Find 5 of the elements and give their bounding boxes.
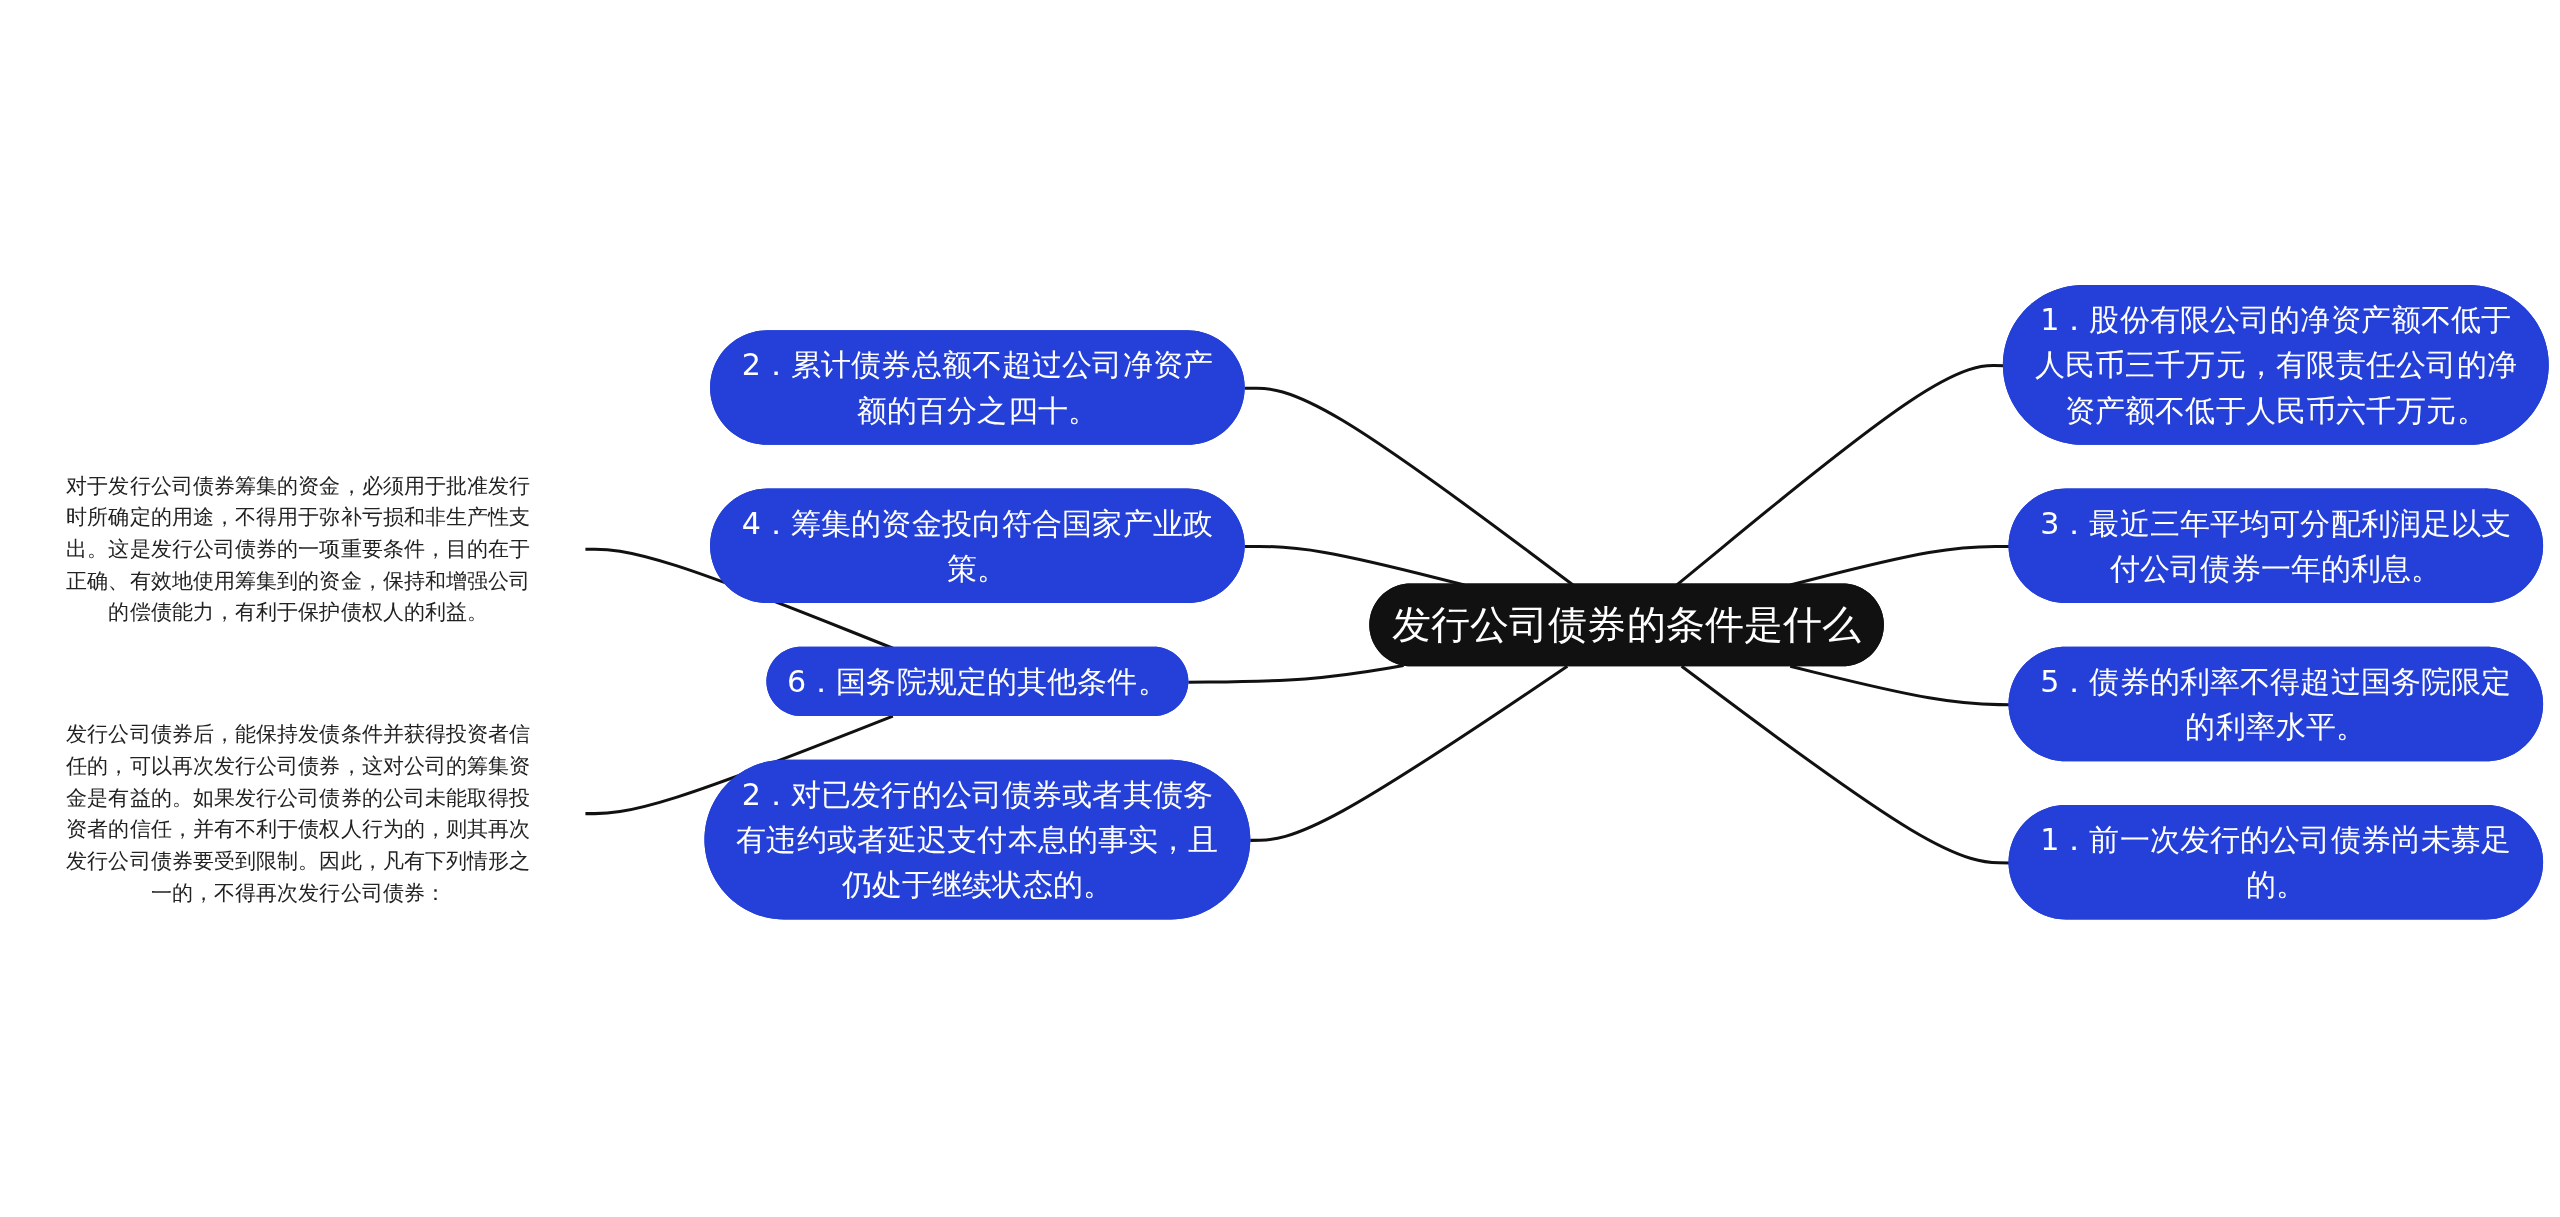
- connector: [1188, 664, 1404, 684]
- connector: [584, 714, 894, 816]
- node-text: 发行公司债券后，能保持发债条件并获得投资者信任的，可以再次发行公司债券，这对公司的筹集资金是有益的。如果发行公司债券的公司未能取得投资者的信任，并有不利于债权人行为的，则其再次发行公司债券要受到限制。因此，凡有下列情形之一的，不得再次发行公司债券：: [66, 721, 531, 905]
- node-text: 对于发行公司债券筹集的资金，必须用于批准发行时所确定的用途，不得用于弥补亏损和非生产性支出。这是发行公司债券的一项重要条件，目的在于正确、有效地使用筹集到的资金，保持和增强公司的偿债能力，有利于保护债权人的利益。: [66, 473, 531, 624]
- connector: [1250, 665, 1569, 842]
